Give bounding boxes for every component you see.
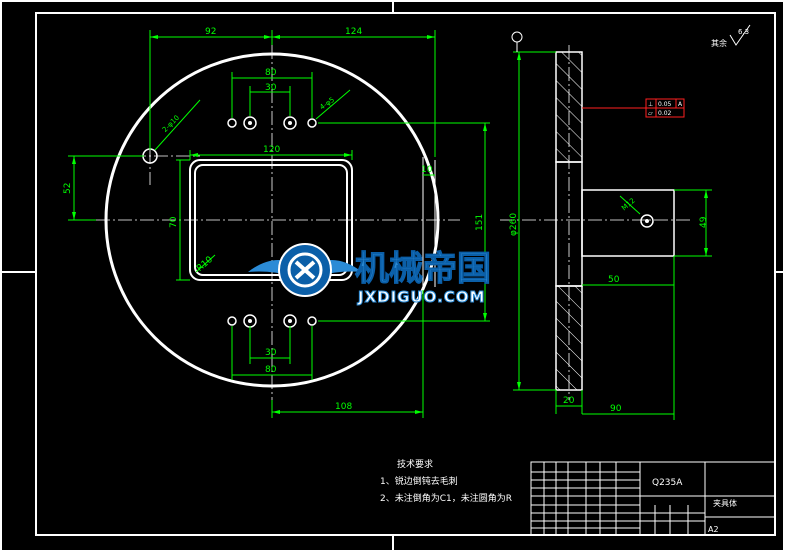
dim-80-top: 80 bbox=[265, 68, 277, 78]
surface-finish-value: 6.3 bbox=[738, 28, 749, 36]
dim-phi260: φ260 bbox=[509, 213, 519, 236]
watermark-logo: 机械帝国 JXDIGUO.COM bbox=[248, 243, 492, 307]
technical-requirements: 技术要求 1、锐边倒钝去毛刺 2、未注倒角为C1，未注圆角为R bbox=[380, 458, 512, 504]
top-view-dimensions bbox=[68, 30, 490, 418]
tech-req-title: 技术要求 bbox=[397, 458, 433, 470]
dim-90: 90 bbox=[610, 404, 622, 414]
dim-m12: M12 bbox=[620, 197, 637, 213]
dim-80-bottom: 80 bbox=[265, 365, 277, 375]
tol-row2-symbol: ▱ bbox=[648, 110, 653, 117]
title-block bbox=[530, 461, 776, 536]
side-plate-lower-hatch bbox=[555, 285, 583, 391]
dim-92: 92 bbox=[205, 27, 216, 37]
m12-hole bbox=[640, 214, 654, 228]
dim-70: 70 bbox=[169, 216, 179, 228]
dim-30-bottom: 30 bbox=[265, 348, 277, 358]
tol-row1-symbol: ⊥ bbox=[648, 101, 653, 108]
dim-49: 49 bbox=[699, 216, 709, 228]
dim-151: 151 bbox=[475, 214, 485, 231]
rect-pocket-outer bbox=[189, 159, 353, 281]
dim-30-top: 30 bbox=[265, 83, 277, 93]
side-view-dimensions bbox=[513, 51, 712, 420]
watermark-cn: 机械帝国 bbox=[355, 249, 491, 289]
title-part-name: 夹具体 bbox=[713, 498, 737, 508]
tol-row1-value: 0.05 bbox=[658, 101, 672, 108]
tech-req-item-1: 1、锐边倒钝去毛刺 bbox=[380, 475, 458, 487]
dim-120: 120 bbox=[263, 145, 280, 155]
datum-symbol bbox=[511, 31, 523, 52]
title-sheet-size: A2 bbox=[708, 525, 719, 534]
dim-108: 108 bbox=[335, 402, 352, 412]
tol-row2-value: 0.02 bbox=[658, 110, 672, 117]
watermark-en: JXDIGUO.COM bbox=[357, 288, 485, 306]
surface-finish-note: 6.3 其余 bbox=[711, 24, 751, 48]
dim-50: 50 bbox=[608, 275, 620, 285]
dim-10: 10 bbox=[421, 165, 433, 175]
gear-wings-icon bbox=[248, 243, 362, 297]
tol-row1-datum: A bbox=[678, 101, 683, 108]
surface-finish-label: 其余 bbox=[711, 38, 727, 48]
side-view-centerlines bbox=[500, 45, 690, 400]
dim-124: 124 bbox=[345, 27, 362, 37]
tech-req-item-2: 2、未注倒角为C1，未注圆角为R bbox=[380, 492, 512, 504]
top-view: 92 124 80 30 120 52 10 70 151 30 80 108 … bbox=[63, 27, 490, 418]
side-boss bbox=[581, 189, 675, 257]
dim-20: 20 bbox=[563, 396, 575, 406]
tolerance-frame: ⊥ 0.05 A ▱ 0.02 bbox=[582, 98, 685, 118]
side-view: φ260 49 50 20 90 M12 ⊥ 0.05 A ▱ 0.02 bbox=[500, 31, 712, 420]
top-view-centerlines bbox=[96, 45, 460, 400]
rect-pocket-inner bbox=[194, 164, 348, 276]
title-material: Q235A bbox=[652, 478, 683, 488]
dim-arrowheads bbox=[72, 35, 487, 414]
dim-52: 52 bbox=[63, 183, 73, 194]
